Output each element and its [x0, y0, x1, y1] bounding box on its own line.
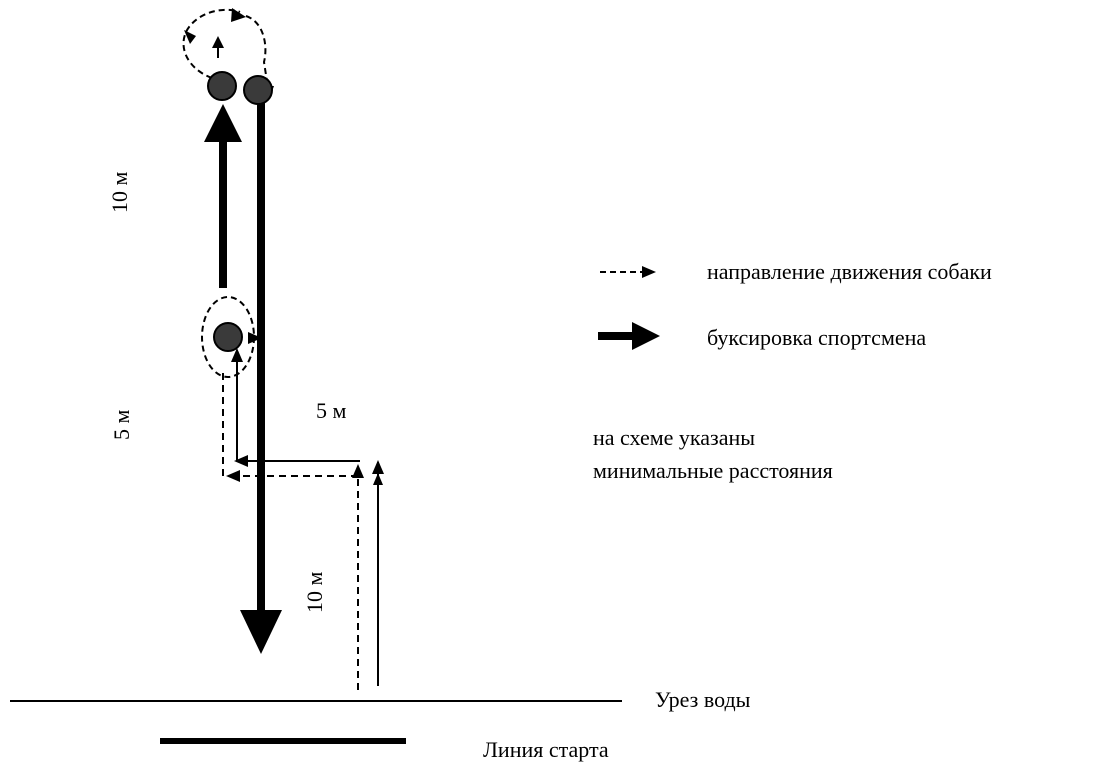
- buoy-top-left: [207, 71, 237, 101]
- distance-middle-left-label: 5 м: [109, 410, 134, 441]
- buoy-middle: [213, 322, 243, 352]
- distance-bottom-label: 10 м: [302, 572, 327, 614]
- legend-dog-path-label: направление движения собаки: [707, 259, 992, 284]
- swim-path-in: [231, 348, 384, 686]
- buoy-top-right: [243, 75, 273, 105]
- dog-path: [182, 8, 364, 690]
- distance-top-label: 10 м: [107, 172, 132, 214]
- shoreline-label: Урез воды: [655, 687, 751, 712]
- note-line-1: на схеме указаны: [593, 425, 755, 450]
- start-line-label: Линия старта: [483, 737, 609, 762]
- note-line-2: минимальные расстояния: [593, 458, 833, 483]
- towing-path: [204, 100, 282, 654]
- distance-middle-right-label: 5 м: [316, 398, 347, 423]
- legend: направление движения собаки буксировка с…: [598, 259, 992, 350]
- legend-towing-label: буксировка спортсмена: [707, 325, 926, 350]
